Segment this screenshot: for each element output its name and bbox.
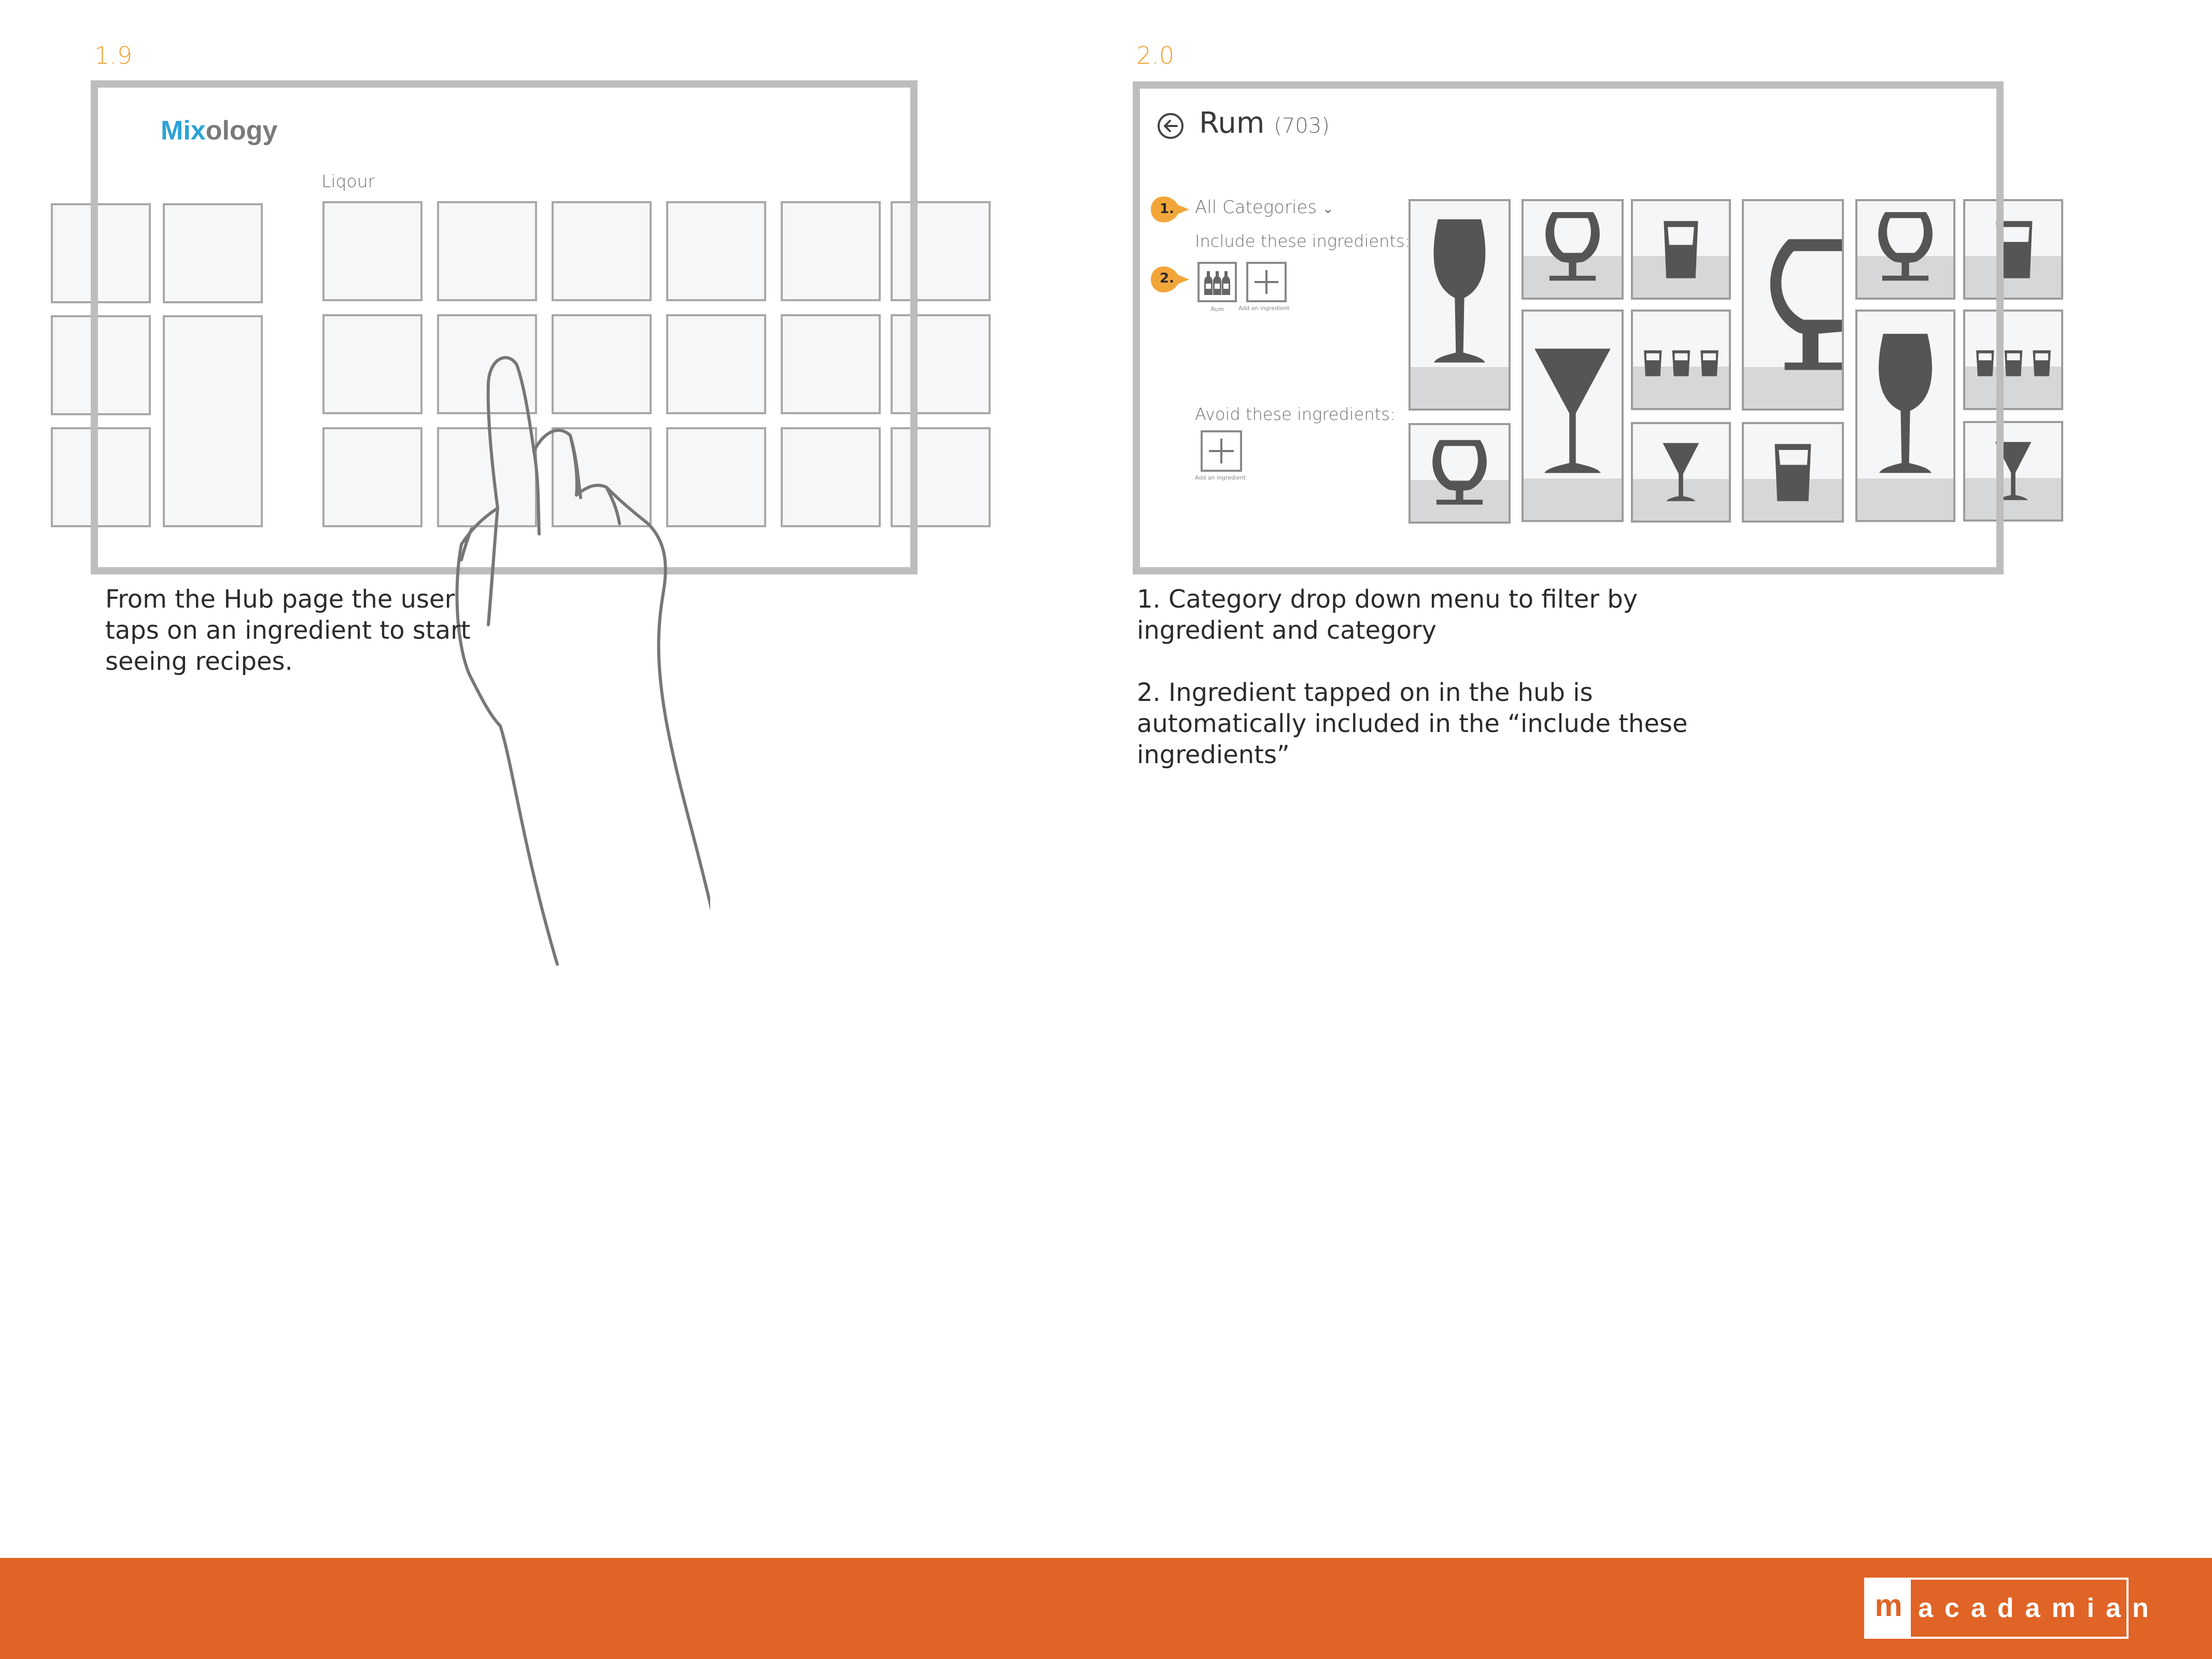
- liqour-tile[interactable]: [891, 201, 991, 301]
- logo-mix-text: Mix: [161, 116, 206, 146]
- app-logo: Mixology: [161, 115, 277, 146]
- caption-line: 1. Category drop down menu to filter by: [1137, 585, 1638, 614]
- filter-panel-bg: [1140, 93, 1402, 560]
- caption-line: ingredients”: [1137, 740, 1290, 769]
- liqour-tile[interactable]: [552, 201, 652, 301]
- recipe-tile[interactable]: [1855, 199, 1955, 300]
- callout-badge-2-label: 2.: [1160, 271, 1174, 286]
- caption-line: seeing recipes.: [105, 647, 293, 676]
- callout-badge-1: [1151, 196, 1189, 222]
- recipe-tile[interactable]: [1408, 199, 1511, 411]
- liqour-tile[interactable]: [666, 201, 766, 301]
- rum-chip-label: Rum: [1211, 306, 1224, 313]
- section-label-liqour: Liqour: [321, 171, 375, 191]
- hub-tile[interactable]: [163, 315, 263, 527]
- add-include-ingredient-label: Add an ingredient: [1238, 305, 1290, 312]
- brand-logo-initial: m: [1866, 1580, 1911, 1637]
- recipe-tile[interactable]: [1963, 310, 2063, 410]
- caption-line: ingredient and category: [1137, 616, 1436, 645]
- recipe-tile[interactable]: [1521, 199, 1624, 300]
- category-dropdown-value: All Categories: [1195, 197, 1317, 218]
- caption-hub: From the Hub page the user taps on an in…: [105, 584, 471, 677]
- recipe-tile[interactable]: [1408, 423, 1511, 524]
- device-frame-recipes: [1133, 81, 2004, 574]
- liqour-tile[interactable]: [437, 427, 537, 527]
- liqour-tile[interactable]: [781, 201, 881, 301]
- hub-tile[interactable]: [51, 315, 151, 415]
- caption-line: automatically included in the “include t…: [1137, 709, 1688, 738]
- add-include-ingredient-button[interactable]: [1246, 262, 1287, 302]
- caption-category: 1. Category drop down menu to filter by …: [1137, 584, 1638, 646]
- recipe-tile[interactable]: [1631, 422, 1731, 523]
- category-dropdown[interactable]: All Categories ⌄: [1195, 197, 1334, 218]
- avoid-ingredients-label: Avoid these ingredients:: [1195, 404, 1396, 424]
- page-title: Rum (703): [1199, 106, 1330, 140]
- liqour-tile[interactable]: [322, 201, 422, 301]
- liqour-tile[interactable]: [666, 314, 766, 414]
- liqour-tile[interactable]: [666, 427, 766, 527]
- recipe-tile[interactable]: [1631, 199, 1731, 300]
- callout-badge-2: [1151, 266, 1189, 292]
- liqour-tile[interactable]: [891, 427, 991, 527]
- back-arrow-icon[interactable]: [1156, 111, 1185, 140]
- caption-line: taps on an ingredient to start: [105, 616, 471, 645]
- recipe-tile[interactable]: [1742, 422, 1844, 523]
- recipe-tile[interactable]: [1521, 310, 1624, 522]
- recipe-tile[interactable]: [1631, 310, 1731, 410]
- hub-tile[interactable]: [51, 203, 151, 303]
- chevron-down-icon: ⌄: [1322, 201, 1334, 217]
- step-number-left: 1.9: [94, 41, 133, 69]
- liqour-tile[interactable]: [781, 314, 881, 414]
- recipe-tile[interactable]: [1742, 199, 1844, 411]
- liqour-tile[interactable]: [322, 427, 422, 527]
- device-frame-hub: [91, 80, 918, 574]
- bottles-icon: [1204, 271, 1230, 295]
- step-number-right: 2.0: [1136, 41, 1175, 69]
- brand-logo-text: acadamian: [1918, 1593, 2160, 1623]
- include-ingredients-label: Include these ingredients:: [1195, 231, 1411, 251]
- page-title-text: Rum: [1199, 106, 1265, 140]
- recipe-tile[interactable]: [1963, 199, 2063, 300]
- add-avoid-ingredient-button[interactable]: [1201, 430, 1242, 472]
- caption-ingredient: 2. Ingredient tapped on in the hub is au…: [1137, 677, 1688, 770]
- liqour-tile[interactable]: [552, 427, 652, 527]
- brand-logo: m acadamian: [1864, 1578, 2149, 1639]
- liqour-tile[interactable]: [891, 314, 991, 414]
- caption-line: 2. Ingredient tapped on in the hub is: [1137, 678, 1593, 707]
- liqour-tile[interactable]: [437, 201, 537, 301]
- liqour-tile[interactable]: [781, 427, 881, 527]
- recipe-count: (703): [1274, 114, 1330, 138]
- liqour-tile[interactable]: [322, 314, 422, 414]
- hub-tile[interactable]: [163, 203, 263, 303]
- add-avoid-ingredient-label: Add an ingredient: [1195, 474, 1246, 481]
- recipe-tile[interactable]: [1963, 421, 2063, 522]
- footer-bar: [0, 1558, 2212, 1659]
- plus-icon: [1255, 270, 1278, 294]
- hub-tile[interactable]: [51, 427, 151, 527]
- plus-icon: [1209, 439, 1234, 463]
- tapping-hand-icon: [455, 356, 710, 966]
- logo-ology-text: ology: [205, 116, 278, 146]
- recipe-tile[interactable]: [1855, 310, 1955, 522]
- liqour-tile[interactable]: [552, 314, 652, 414]
- include-ingredient-rum[interactable]: [1197, 262, 1237, 302]
- caption-line: From the Hub page the user: [105, 585, 455, 614]
- callout-badge-1-label: 1.: [1160, 201, 1174, 217]
